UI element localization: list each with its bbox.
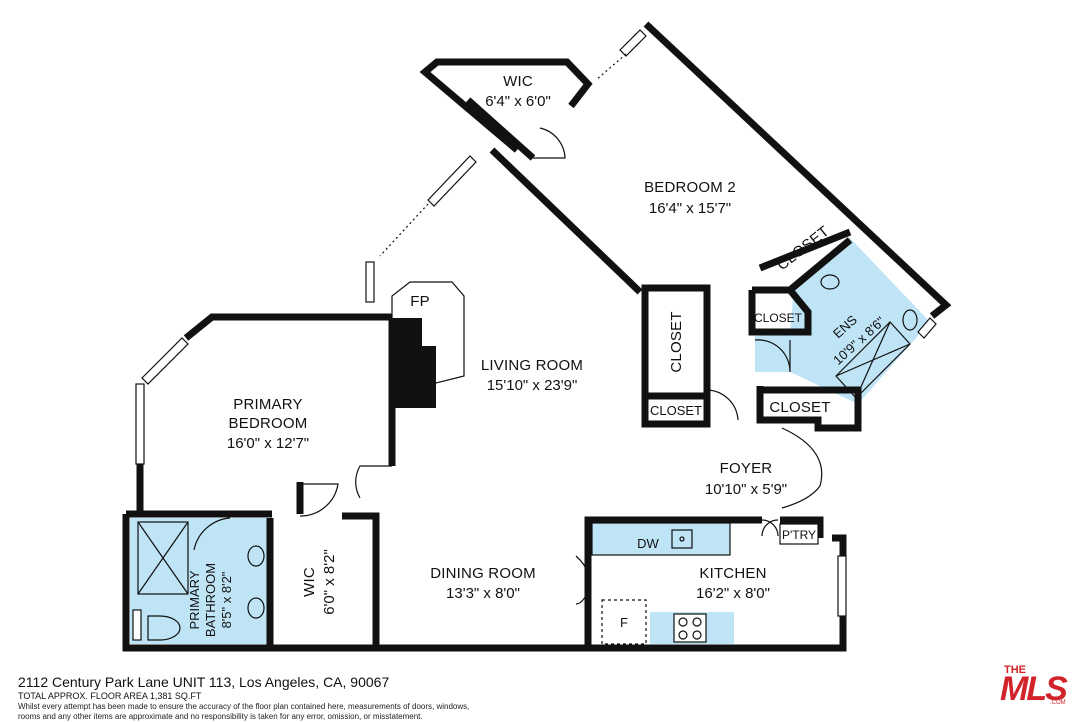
foyer-name: FOYER [720,460,773,477]
fireplace-outline [391,281,465,385]
window-bath [132,609,142,641]
mls-logo: THE MLS .COM [1000,664,1070,708]
burner-1 [678,617,688,627]
window-bedroom-side [135,383,145,465]
fireplace [391,281,465,408]
window-top-line [595,53,627,81]
window-bedroom [141,337,189,385]
living-dims: 15'10" x 23'9" [487,377,578,394]
disclaimer: Whilst every attempt has been made to en… [18,702,470,721]
wic-top-dims: 6'4" x 6'0" [485,93,551,110]
burner-4 [692,630,702,640]
details [132,29,937,645]
dw-label: DW [637,536,659,551]
bedroom2-diag-wall [489,147,643,295]
wic-bottom-name: WIC [301,567,318,597]
kitchen-drain [679,536,685,542]
property-address: 2112 Century Park Lane UNIT 113, Los Ang… [18,674,390,690]
door-entry [781,427,823,509]
dining-name: DINING ROOM [430,565,536,582]
bedroom2-east-wall [643,21,952,319]
shower-primary-x2 [137,521,189,595]
fridge-outline [601,599,647,645]
bedroom2-dims: 16'4" x 15'7" [649,200,731,217]
kitchen-wall [584,516,762,648]
burner-3 [678,630,688,640]
primary-bath-dims: 8'5" x 8'2" [219,571,234,628]
window-ensuite [917,317,937,339]
pantry-label: P'TRY [782,528,816,542]
wic-bottom-dims: 6'0" x 8'2" [321,549,338,615]
closet-tall-label: CLOSET [668,311,685,372]
wic-top-wall [419,58,593,153]
floor-area: TOTAL APPROX. FLOOR AREA 1,381 SQ.FT [18,691,202,701]
primary-bathroom-fill [130,518,270,644]
burner-2 [692,617,702,627]
window-living [427,155,477,207]
plan-footer: 2112 Century Park Lane UNIT 113, Los Ang… [18,674,488,722]
primary-bath-name1: PRIMARY [187,570,202,629]
shower-primary [137,521,189,595]
primary-bed-name1: PRIMARY [233,396,302,413]
window-kitchen [837,555,847,617]
primary-bed-name2: BEDROOM [229,415,308,432]
pantry-box [779,523,819,545]
door-primary-bed [355,465,392,499]
closet-foyer-wall [756,386,862,432]
pantry-wall [780,516,824,538]
door-kitchen [575,555,591,605]
sink-primary-2 [247,597,265,619]
window-living-line [379,203,429,257]
sink-ensuite [820,274,840,290]
fp-label: FP [410,293,430,310]
closet-ens-label: CLOSET [754,311,803,325]
kitchen-counter [591,522,731,556]
door-wic-bottom [299,483,339,517]
door-foyer-closet [706,389,739,421]
foyer-dims: 10'10" x 5'9" [705,481,787,498]
window-living-post [365,261,375,303]
stove [673,613,707,643]
kitchen-sink [671,529,693,549]
logo-mls: MLS [1000,670,1068,708]
door-ensuite [754,339,791,373]
closet-small-label: CLOSET [650,403,702,418]
shower-ensuite-x2 [855,321,891,399]
ensuite-wall [787,237,853,293]
ensuite-fill [755,238,930,404]
kitchen-counter-fill [592,523,730,555]
door-primary-bath [193,517,231,551]
toilet-ensuite [902,309,918,331]
logo-com: .COM [1050,700,1066,706]
wet-areas [130,238,930,644]
logo-the: THE [1004,664,1026,676]
wic-top-name: WIC [503,73,533,90]
bath-west-wall [122,514,847,652]
bedroom2-closet-wall [758,228,852,272]
closet-small-box [641,392,711,428]
primary-bed-dims: 16'0" x 12'7" [227,435,309,452]
door-wic-top [533,127,566,159]
ens-closet-box [748,286,812,336]
primary-bedroom-wall [183,313,392,341]
wic-divider [465,97,536,161]
toilet-primary [147,615,181,641]
closet-foyer-label: CLOSET [769,399,830,416]
door-pantry [761,519,779,537]
window-top [619,29,647,57]
primary-bath-name2: BATHROOM [203,563,218,637]
sink-primary-1 [247,545,265,567]
kitchen-name: KITCHEN [699,565,766,582]
fridge-label: F [620,615,628,630]
living-name: LIVING ROOM [481,357,583,374]
fireplace-hearth [392,318,436,408]
dining-dims: 13'3" x 8'0" [446,585,520,602]
labels: WIC 6'4" x 6'0" BEDROOM 2 16'4" x 15'7" … [187,73,888,637]
kitchen-dims: 16'2" x 8'0" [696,585,770,602]
bedroom2-name: BEDROOM 2 [644,179,736,196]
dining-wic-wall [342,512,380,648]
